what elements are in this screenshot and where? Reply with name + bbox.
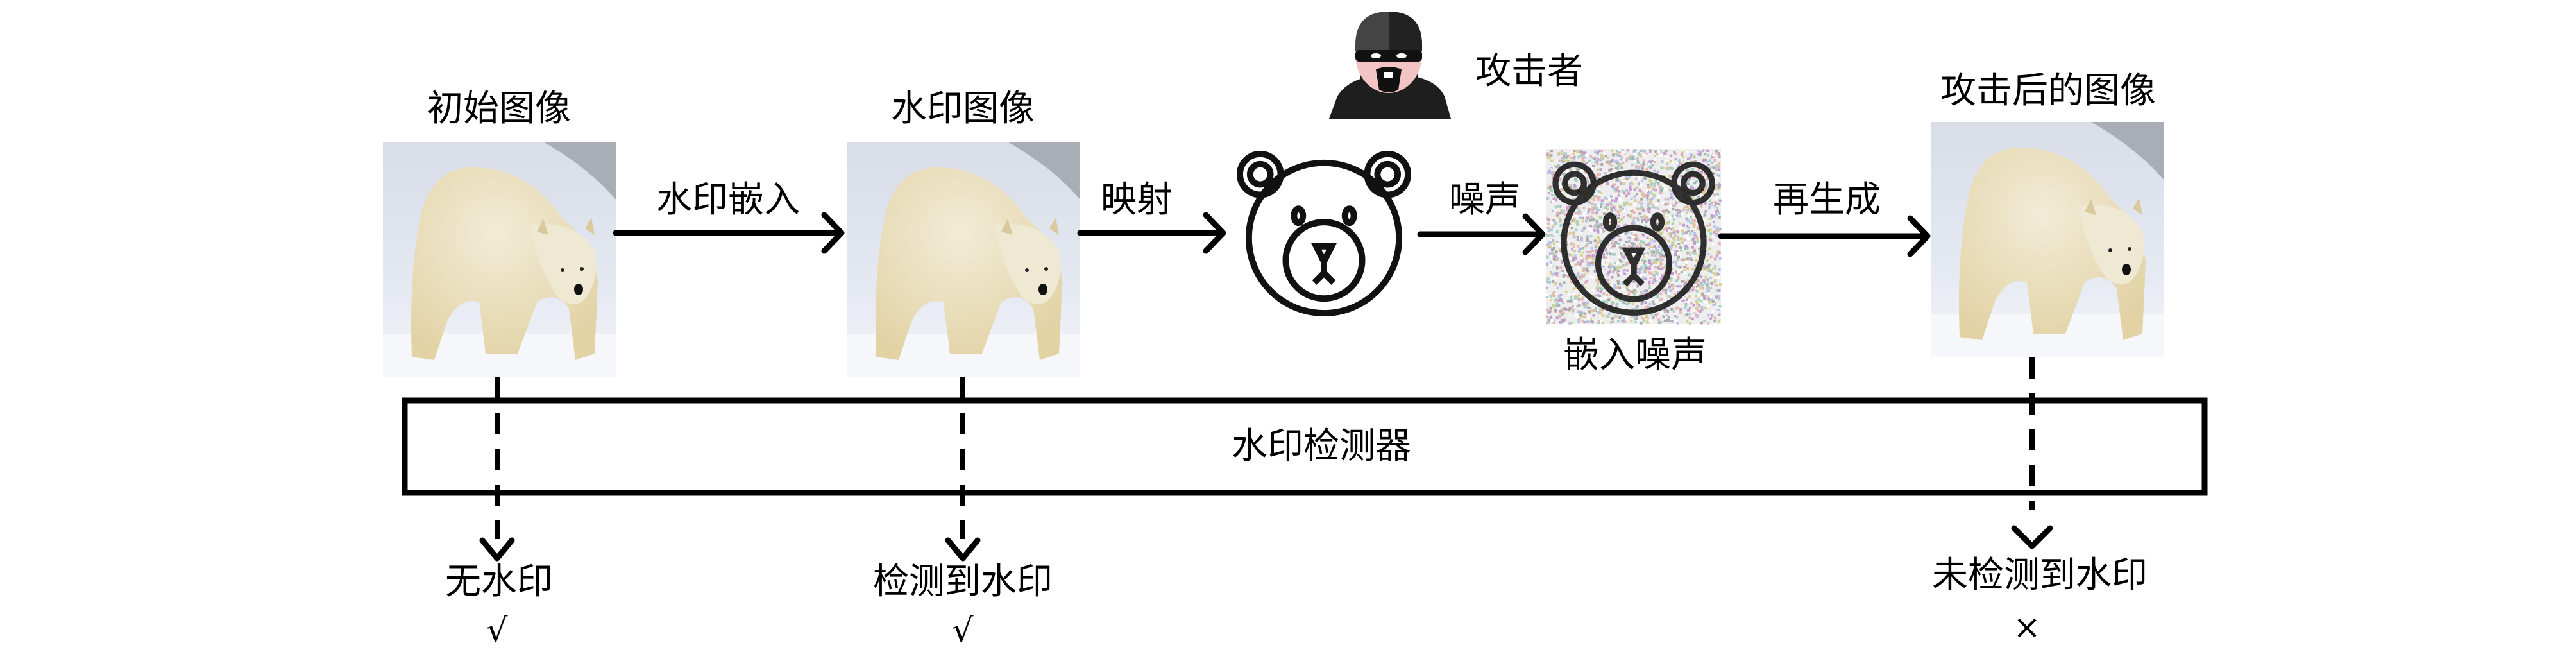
attacked-image [1931,122,2164,357]
noisy-bear-image [1546,149,1722,325]
check-mark-watermarked: √ [952,612,974,650]
detection-path-attacked [2011,357,2053,549]
watermarked-image-title: 水印图像 [891,88,1035,130]
watermark-detector-label: 水印检测器 [1232,425,1411,467]
noisy-bear-label: 嵌入噪声 [1563,334,1707,376]
map-label: 映射 [1101,179,1173,221]
map-arrow [1077,212,1226,254]
attacked-image-title: 攻击后的图像 [1940,70,2156,112]
attacker-icon [1329,12,1451,119]
detection-path-original [479,377,515,562]
check-mark-original: √ [486,612,508,650]
result-label-watermarked: 检测到水印 [873,561,1053,603]
bear-watermark-icon [1240,154,1408,313]
embed-arrow [613,212,845,254]
noise-arrow [1417,213,1546,255]
detection-path-watermarked [945,377,981,562]
embed-label: 水印嵌入 [656,179,800,221]
regenerate-label: 再生成 [1773,179,1881,221]
result-label-attacked: 未检测到水印 [1932,554,2148,596]
watermark-detector-box [402,397,2208,496]
attacker-label: 攻击者 [1475,51,1583,92]
cross-mark-attacked: × [2013,608,2041,647]
original-image [383,142,616,377]
noise-label: 噪声 [1449,179,1521,221]
original-image-title: 初始图像 [427,88,571,130]
watermarked-image [847,142,1080,377]
regenerate-arrow [1718,215,1931,257]
result-label-original: 无水印 [445,561,553,603]
